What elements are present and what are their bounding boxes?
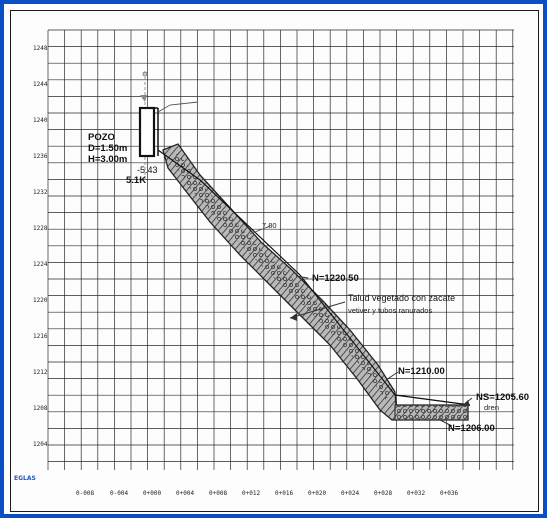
annotations: POZO D=1.50m H=3.00m -5.43 5.1K 7.80 N=1…: [88, 132, 529, 434]
y-tick-label: 1228: [33, 225, 48, 232]
dren-label: dren: [484, 403, 499, 412]
x-tick-label: 0+024: [341, 490, 359, 497]
talud-leader: [289, 301, 346, 319]
x-tick-label: 0+020: [308, 490, 326, 497]
y-tick-label: 1220: [33, 297, 48, 304]
pozo-body: [138, 106, 156, 158]
x-tick-label: 0-004: [110, 490, 128, 497]
pozo-well: [138, 71, 199, 182]
x-axis-labels: 0-008 0-004 0+000 0+004 0+008 0+012 0+01…: [76, 490, 458, 497]
level-bottom-leader: [439, 419, 453, 427]
y-tick-label: 1232: [33, 189, 48, 196]
slope-label-leader: [249, 225, 271, 235]
y-tick-label: 1240: [33, 117, 48, 124]
level-lower-label: N=1210.00: [398, 366, 445, 377]
x-tick-label: 0+000: [143, 490, 161, 497]
y-tick-label: 1204: [33, 441, 48, 448]
pozo-top-arrow: [140, 95, 147, 102]
pozo-name-label: POZO: [88, 132, 115, 143]
x-tick-label: 0+008: [209, 490, 227, 497]
y-tick-label: 1216: [33, 333, 48, 340]
talud-description-line2: vetiver y tubos ranurados: [348, 306, 432, 315]
x-tick-label: 0+036: [440, 490, 458, 497]
y-tick-label: 1224: [33, 261, 48, 268]
logo: EGLAS: [14, 475, 36, 482]
x-tick-label: 0+016: [275, 490, 293, 497]
y-tick-label: 1208: [33, 405, 48, 412]
talud-description-line1: Talud vegetado con zacate: [348, 293, 455, 303]
y-axis-labels: 1248 1244 1240 1236 1232 1228 1224 1220 …: [33, 45, 48, 448]
drain-bench: [394, 404, 469, 421]
talud-leader-arrow: [290, 313, 297, 321]
pozo-top-level-label: -5.43: [137, 165, 158, 175]
level-lower-leader: [385, 371, 399, 381]
x-tick-label: 0+004: [176, 490, 194, 497]
grid: [47, 29, 514, 470]
drawing-inner-border: [10, 10, 539, 512]
y-tick-label: 1248: [33, 45, 48, 52]
pozo-height-label: H=3.00m: [88, 154, 127, 165]
y-tick-label: 1244: [33, 81, 48, 88]
slope-length-label: 7.80: [262, 221, 277, 230]
y-tick-label: 1212: [33, 369, 48, 376]
pozo-bottom-level-label: 5.1K: [126, 175, 146, 186]
talud-gravel-fill: [172, 152, 390, 400]
ns-level-label: NS=1205.60: [476, 392, 529, 403]
x-tick-label: 0+028: [374, 490, 392, 497]
level-bottom-label: N=1206.00: [448, 423, 495, 434]
x-tick-label: 0-008: [76, 490, 94, 497]
pozo-top-marker: [142, 71, 148, 77]
slope-surface-line: [157, 149, 471, 406]
slope-band: [157, 143, 471, 421]
x-tick-label: 0+012: [242, 490, 260, 497]
pozo-leader-line: [157, 101, 199, 113]
level-mid-label: N=1220.50: [312, 273, 359, 284]
level-mid-leader: [295, 275, 309, 279]
leader-lines: [249, 225, 473, 427]
x-tick-label: 0+032: [407, 490, 425, 497]
pozo-diameter-label: D=1.50m: [88, 143, 127, 154]
y-tick-label: 1236: [33, 153, 48, 160]
